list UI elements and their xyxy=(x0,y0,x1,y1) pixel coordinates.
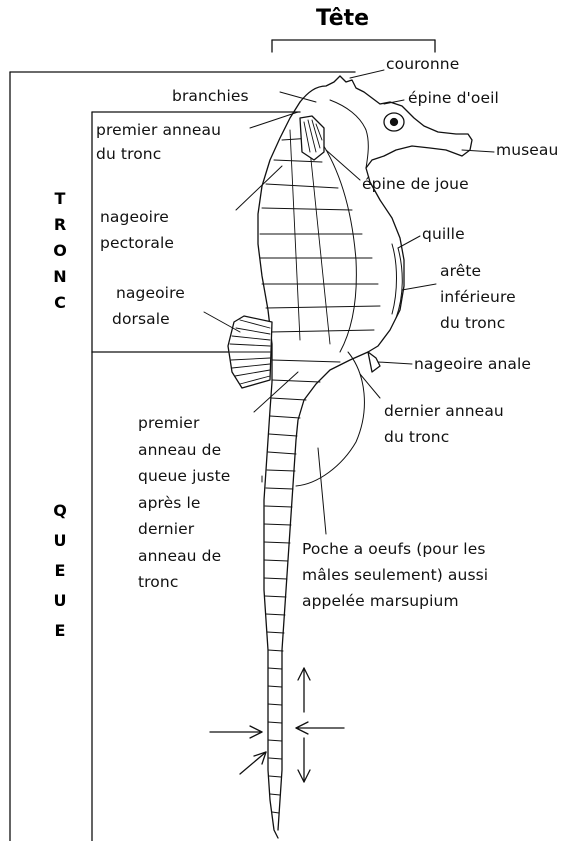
force-arrows xyxy=(210,668,344,782)
label-line: appelée marsupium xyxy=(302,588,488,614)
label-line: du tronc xyxy=(96,142,221,166)
label-epine-joue: épine de joue xyxy=(362,172,469,196)
head-bracket xyxy=(272,40,435,52)
label-nageoire-pectorale: nageoire pectorale xyxy=(100,204,174,256)
label-poche-oeufs: Poche a oeufs (pour les mâles seulement)… xyxy=(302,536,488,614)
trunk-vertical-label: T R O N C xyxy=(50,186,70,316)
trunk-letter: T xyxy=(50,186,70,212)
label-line: mâles seulement) aussi xyxy=(302,562,488,588)
head-title: Tête xyxy=(316,6,369,31)
label-line: anneau de xyxy=(138,437,230,464)
label-line: après le xyxy=(138,490,230,517)
label-nageoire-anale: nageoire anale xyxy=(414,352,531,376)
label-branchies: branchies xyxy=(172,84,249,108)
label-nageoire-dorsale: nageoire dorsale xyxy=(112,280,185,332)
label-line: dernier anneau xyxy=(384,398,504,424)
label-line: anneau de xyxy=(138,543,230,570)
trunk-letter: R xyxy=(50,212,70,238)
label-line: pectorale xyxy=(100,230,174,256)
trunk-letter: C xyxy=(50,290,70,316)
label-line: inférieure xyxy=(440,284,516,310)
tail-vertical-label: Q U E U E xyxy=(50,496,70,646)
label-premier-anneau-queue: premier anneau de queue juste après le d… xyxy=(138,410,230,596)
label-line: queue juste xyxy=(138,463,230,490)
label-quille: quille xyxy=(422,222,465,246)
tail-letter: U xyxy=(50,586,70,616)
trunk-letter: N xyxy=(50,264,70,290)
label-line: tronc xyxy=(138,569,230,596)
label-line: du tronc xyxy=(384,424,504,450)
label-dernier-anneau: dernier anneau du tronc xyxy=(384,398,504,450)
label-museau: museau xyxy=(496,138,558,162)
tail-letter: U xyxy=(50,526,70,556)
label-line: dorsale xyxy=(112,306,185,332)
label-line: nageoire xyxy=(112,280,185,306)
label-line: premier anneau xyxy=(96,118,221,142)
trunk-letter: O xyxy=(50,238,70,264)
tail-letter: E xyxy=(50,616,70,646)
label-line: arête xyxy=(440,258,516,284)
tail-letter: Q xyxy=(50,496,70,526)
label-couronne: couronne xyxy=(386,52,459,76)
tail-letter: E xyxy=(50,556,70,586)
label-arete-inferieure: arête inférieure du tronc xyxy=(440,258,516,336)
label-line: du tronc xyxy=(440,310,516,336)
label-line: Poche a oeufs (pour les xyxy=(302,536,488,562)
label-line: premier xyxy=(138,410,230,437)
label-line: dernier xyxy=(138,516,230,543)
label-premier-anneau-tronc: premier anneau du tronc xyxy=(96,118,221,166)
label-line: nageoire xyxy=(100,204,174,230)
label-epine-oeil: épine d'oeil xyxy=(408,86,499,110)
